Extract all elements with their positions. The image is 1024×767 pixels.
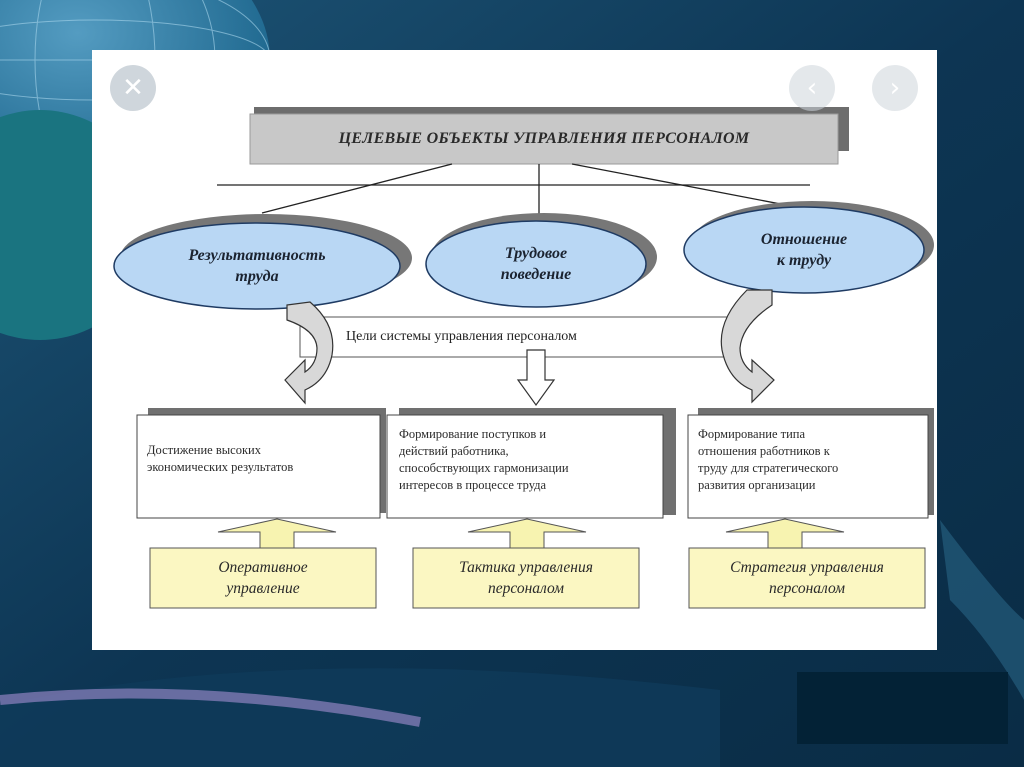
ellipse-results-group (113, 214, 412, 310)
level-operational-text: Оперативное управление (150, 548, 376, 608)
target-results-text: Достижение высоких экономических результ… (147, 442, 375, 512)
target-attitude-line2: отношения работников к (698, 444, 830, 458)
chevron-left-icon: ‹ (806, 73, 818, 103)
target-behavior-line4: интересов в процессе труда (399, 478, 547, 492)
up-arrow-left (217, 518, 337, 551)
level-box-tactics (412, 547, 640, 609)
level-operational-line1: Оперативное (218, 559, 308, 576)
target-behavior-line2: действий работника, (399, 444, 509, 458)
diagram-slide: ЦЕЛЕВЫЕ ОБЪЕКТЫ УПРАВЛЕНИЯ ПЕРСОНАЛОМ Ре… (92, 50, 937, 650)
curved-arrow-left (284, 301, 334, 405)
level-tactics-line2: персоналом (487, 580, 565, 597)
down-arrow-center (516, 349, 556, 407)
level-tactics-line1: Тактика управления (459, 559, 593, 576)
ellipse-behavior (425, 220, 647, 308)
level-box-operational (149, 547, 377, 609)
level-strategy-line1: Стратегия управления (730, 559, 884, 576)
target-behavior-text: Формирование поступков и действий работн… (399, 426, 659, 514)
curved-arrow-right (720, 289, 775, 404)
corner-block (797, 672, 1008, 744)
ellipse-behavior-line2: поведение (500, 266, 572, 283)
target-box-attitude (687, 414, 929, 519)
chevron-right-icon: › (889, 73, 901, 103)
target-box-results (136, 414, 381, 519)
ellipse-behavior-label: Трудовое поведение (432, 234, 640, 294)
ellipse-attitude-group (683, 201, 934, 294)
level-strategy-text: Стратегия управления персоналом (689, 548, 925, 608)
level-strategy-line2: персоналом (768, 580, 846, 597)
ellipse-results (113, 222, 401, 310)
target-attitude-line1: Формирование типа (698, 427, 806, 441)
next-button[interactable]: › (872, 65, 918, 111)
target-behavior-line3: способствующих гармонизации (399, 461, 569, 475)
level-tactics-text: Тактика управления персоналом (413, 548, 639, 608)
prev-button[interactable]: ‹ (789, 65, 835, 111)
target-results-line2: экономических результатов (147, 460, 294, 474)
target-results-line1: Достижение высоких (147, 443, 261, 457)
close-icon: ✕ (122, 73, 144, 103)
target-attitude-text: Формирование типа отношения работников к… (698, 426, 923, 514)
up-arrow-center (467, 518, 587, 551)
ellipse-attitude-label: Отношение к труду (689, 220, 919, 280)
title-box (249, 113, 839, 165)
goals-label: Цели системы управления персоналом (346, 329, 577, 344)
ellipse-attitude-line2: к труду (776, 252, 832, 269)
ellipse-results-label: Результативность труда (122, 236, 392, 296)
ellipse-attitude-line1: Отношение (760, 231, 848, 248)
ellipse-attitude (683, 206, 925, 294)
goals-box (299, 316, 741, 358)
target-behavior-line1: Формирование поступков и (399, 427, 547, 441)
diagram-title: ЦЕЛЕВЫЕ ОБЪЕКТЫ УПРАВЛЕНИЯ ПЕРСОНАЛОМ (338, 130, 750, 147)
level-operational-line2: управление (226, 580, 300, 597)
diagram-canvas (113, 107, 934, 609)
target-attitude-line4: развития организации (698, 478, 816, 492)
ellipse-behavior-group (425, 213, 657, 308)
ellipse-behavior-line1: Трудовое (504, 245, 568, 262)
up-arrow-right (725, 518, 845, 551)
ellipse-results-line2: труда (235, 268, 279, 285)
ellipse-results-line1: Результативность (188, 247, 326, 264)
target-attitude-line3: труду для стратегического (698, 461, 839, 475)
target-box-behavior (386, 414, 664, 519)
close-button[interactable]: ✕ (110, 65, 156, 111)
level-box-strategy (688, 547, 926, 609)
